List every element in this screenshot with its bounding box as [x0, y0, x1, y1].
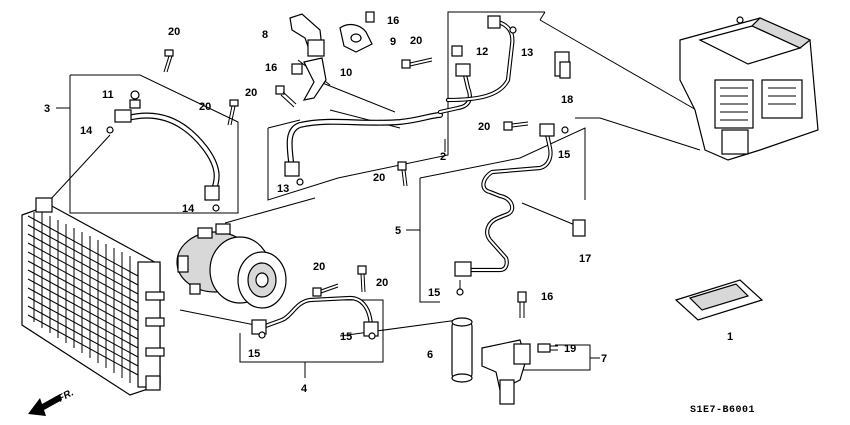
- callout-2: 2: [440, 151, 446, 163]
- group-4-bracket: [239, 299, 384, 363]
- compressor: [176, 223, 287, 309]
- callout-20-discharge-right: 20: [376, 277, 388, 289]
- callout-15-receiver: 15: [428, 287, 440, 299]
- receiver-bracket: [481, 339, 531, 405]
- callout-11: 11: [102, 89, 114, 101]
- callout-20-line5: 20: [373, 172, 385, 184]
- callout-20-suction: 20: [245, 87, 257, 99]
- group-3-bracket: [69, 74, 239, 214]
- callout-12: 12: [476, 46, 488, 58]
- receiver-drier: [451, 317, 473, 383]
- pipe-clamp-8: [289, 13, 325, 57]
- callout-15-discharge: 15: [340, 331, 352, 343]
- callout-7: 7: [601, 353, 607, 365]
- front-arrow: FR.: [28, 387, 76, 416]
- condenser: [21, 197, 165, 396]
- callout-20-hose: 20: [199, 101, 211, 113]
- callout-13-upper: 13: [521, 47, 533, 59]
- callout-16-top: 16: [387, 15, 399, 27]
- callout-20-discharge: 20: [313, 261, 325, 273]
- clamp-9: [339, 23, 373, 53]
- suction-hose: [284, 15, 515, 177]
- bracket-10: [302, 57, 327, 101]
- diagram-code: S1E7-B6001: [690, 405, 755, 416]
- small-fasteners: [106, 11, 586, 353]
- callout-4: 4: [301, 383, 308, 395]
- callout-14-bottom: 14: [182, 203, 195, 215]
- receiver-pipe: [454, 123, 555, 277]
- callout-16-receiver: 16: [541, 291, 553, 303]
- callout-14-left: 14: [80, 125, 93, 137]
- callout-17: 17: [579, 253, 591, 265]
- callout-20-upper: 20: [410, 35, 422, 47]
- callout-19: 19: [564, 343, 576, 355]
- group-5-bracket: [419, 178, 440, 303]
- callout-15-compressor: 15: [248, 348, 260, 360]
- callout-6: 6: [427, 349, 433, 361]
- callout-15-right: 15: [558, 149, 570, 161]
- discharge-pipe: [251, 295, 379, 337]
- callout-9: 9: [390, 36, 396, 48]
- callout-8: 8: [262, 29, 268, 41]
- callout-5: 5: [395, 225, 401, 237]
- callout-13-lower: 13: [277, 183, 289, 195]
- callout-18: 18: [561, 94, 573, 106]
- callout-16-left: 16: [265, 62, 277, 74]
- group-2-bracket: [267, 11, 545, 201]
- callout-20-pipe: 20: [478, 121, 490, 133]
- callout-10: 10: [340, 67, 352, 79]
- callout-labels: 1 2 3 4 5 6 7 8 9 10 11 12 13 13 14 14 1…: [44, 15, 733, 395]
- condenser-hose: [114, 90, 220, 201]
- caution-label-plate: [674, 279, 764, 321]
- callout-20-top-left: 20: [168, 26, 180, 38]
- front-label: FR.: [56, 387, 75, 404]
- evaporator-unit: [679, 16, 819, 161]
- callout-1: 1: [727, 331, 733, 343]
- callout-3: 3: [44, 103, 50, 115]
